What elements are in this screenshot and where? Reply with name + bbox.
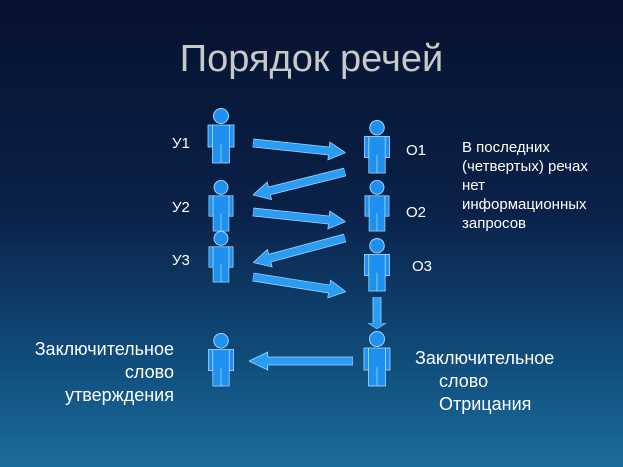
arrow-right-icon: [251, 267, 348, 301]
note-text: В последних (четвертых) речах нет информ…: [462, 138, 588, 233]
note-line: В последних: [462, 139, 550, 156]
person-final-right-icon: [363, 331, 391, 387]
arrow-right-icon: [251, 133, 347, 163]
right-final-line: слово: [439, 371, 489, 391]
label-o3: О3: [412, 258, 433, 275]
right-final-line: Заключительное: [415, 348, 555, 368]
label-u1: У1: [172, 135, 190, 152]
arrow-down-icon: [367, 297, 387, 329]
left-final-line: Заключительное: [34, 339, 174, 359]
person-o3-icon: [363, 238, 391, 292]
left-final-line: слово: [124, 362, 174, 382]
note-line: (четвертых) речах: [462, 158, 588, 175]
note-line: нет: [462, 177, 485, 194]
person-u1-icon: [207, 108, 235, 164]
note-line: информационных: [462, 196, 587, 213]
arrow-left-icon: [249, 351, 353, 371]
arrow-right-icon: [251, 202, 347, 232]
right-final-text: Заключительное слово Отрицания: [415, 347, 554, 416]
slide-title: Порядок речей: [179, 38, 444, 80]
note-line: запросов: [462, 215, 527, 232]
person-o2-icon: [364, 180, 390, 232]
label-o1: О1: [406, 142, 427, 159]
arrow-left-icon: [250, 228, 348, 272]
right-final-line: Отрицания: [439, 394, 532, 414]
person-u3-icon: [208, 231, 234, 283]
left-final-line: утверждения: [65, 385, 174, 405]
label-u2: У2: [172, 199, 190, 216]
label-u3: У3: [172, 252, 190, 269]
left-final-text: Заключительное слово утверждения: [12, 338, 174, 407]
person-final-left-icon: [207, 333, 235, 387]
arrow-left-icon: [250, 162, 348, 205]
person-u2-icon: [208, 180, 234, 232]
person-o1-icon: [363, 120, 391, 174]
label-o2: О2: [406, 204, 427, 221]
